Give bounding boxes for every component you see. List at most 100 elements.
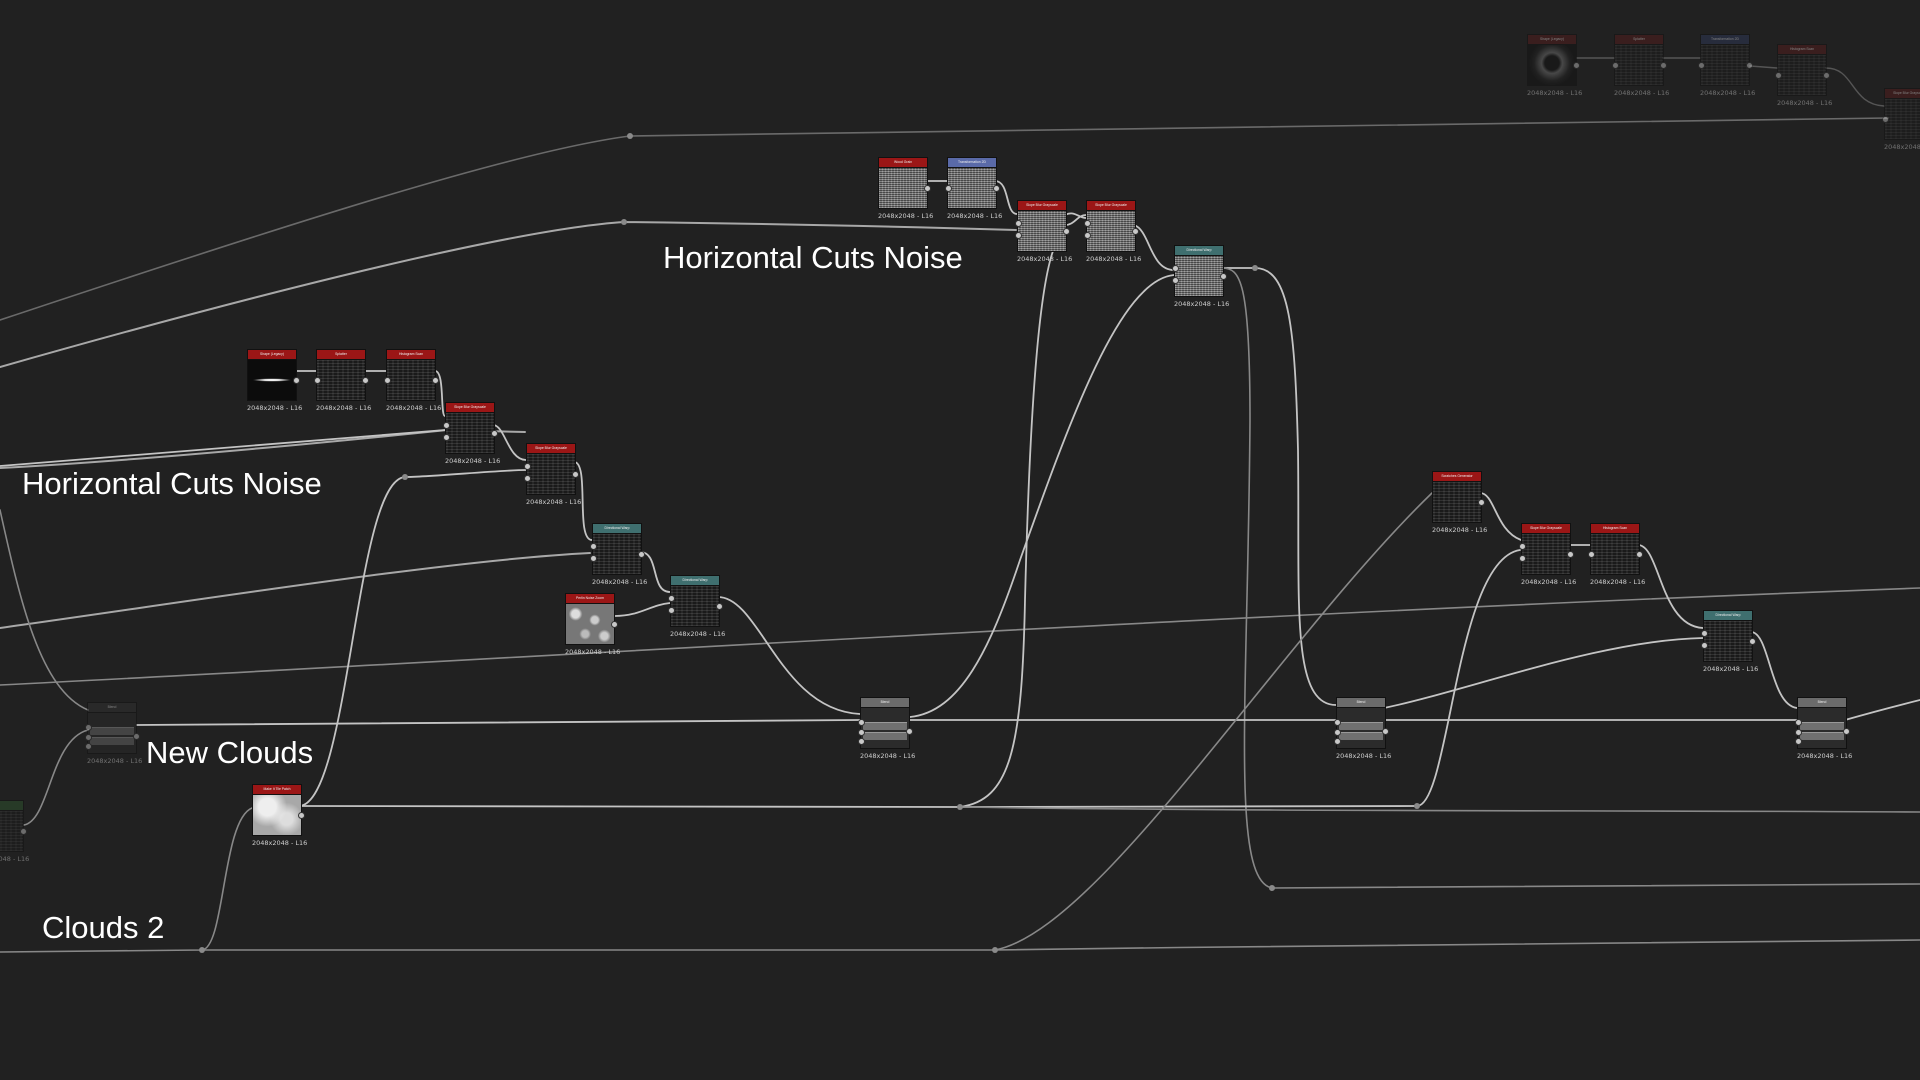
output-port[interactable]	[293, 377, 300, 384]
input-port[interactable]	[1334, 719, 1341, 726]
comment-horizontal-cuts-noise-top[interactable]: Horizontal Cuts Noise	[663, 240, 963, 275]
output-port[interactable]	[906, 728, 913, 735]
output-port[interactable]	[362, 377, 369, 384]
input-port[interactable]	[1795, 738, 1802, 745]
comment-new-clouds[interactable]: New Clouds	[146, 735, 314, 770]
graph-node-n-edgeL[interactable]: 2048x2048 - L16	[0, 800, 29, 863]
comment-clouds-2[interactable]: Clouds 2	[42, 910, 165, 945]
output-port[interactable]	[1660, 62, 1667, 69]
input-port[interactable]	[1519, 555, 1526, 562]
node-title: Slope Blur Grayscale	[1884, 88, 1920, 98]
output-port[interactable]	[1132, 228, 1139, 235]
node-title: Scratches Generator	[1432, 471, 1482, 481]
output-port[interactable]	[298, 812, 305, 819]
output-port[interactable]	[1220, 273, 1227, 280]
input-port[interactable]	[1084, 220, 1091, 227]
output-port[interactable]	[1843, 728, 1850, 735]
input-port[interactable]	[1172, 277, 1179, 284]
output-port[interactable]	[993, 185, 1000, 192]
input-port[interactable]	[668, 607, 675, 614]
output-port[interactable]	[1823, 72, 1830, 79]
input-port[interactable]	[1588, 551, 1595, 558]
input-port[interactable]	[85, 724, 92, 731]
input-port[interactable]	[1701, 642, 1708, 649]
input-port[interactable]	[384, 377, 391, 384]
output-port[interactable]	[716, 603, 723, 610]
input-port[interactable]	[1612, 62, 1619, 69]
output-port[interactable]	[1382, 728, 1389, 735]
output-port[interactable]	[1573, 62, 1580, 69]
input-port[interactable]	[1334, 729, 1341, 736]
output-port[interactable]	[638, 551, 645, 558]
input-port[interactable]	[443, 434, 450, 441]
input-port[interactable]	[1015, 220, 1022, 227]
input-port[interactable]	[668, 595, 675, 602]
input-port[interactable]	[858, 719, 865, 726]
input-port[interactable]	[1334, 738, 1341, 745]
input-port[interactable]	[314, 377, 321, 384]
output-port[interactable]	[1746, 62, 1753, 69]
input-port[interactable]	[85, 734, 92, 741]
input-port[interactable]	[590, 543, 597, 550]
input-port[interactable]	[590, 555, 597, 562]
input-port[interactable]	[945, 185, 952, 192]
output-port[interactable]	[572, 471, 579, 478]
input-port[interactable]	[443, 422, 450, 429]
graph-node-n-topL1[interactable]: Shape (Legacy)2048x2048 - L16	[1527, 34, 1582, 97]
input-port[interactable]	[1519, 543, 1526, 550]
input-port[interactable]	[1795, 729, 1802, 736]
output-port[interactable]	[491, 430, 498, 437]
output-port[interactable]	[432, 377, 439, 384]
output-port[interactable]	[1478, 499, 1485, 506]
graph-node-n-shape[interactable]: Shape (Legacy)2048x2048 - L16	[247, 349, 302, 412]
output-port[interactable]	[1567, 551, 1574, 558]
output-port[interactable]	[924, 185, 931, 192]
input-port[interactable]	[1701, 630, 1708, 637]
input-port[interactable]	[1084, 232, 1091, 239]
input-port[interactable]	[524, 475, 531, 482]
input-port[interactable]	[1882, 116, 1889, 123]
output-port[interactable]	[611, 621, 618, 628]
input-port[interactable]	[858, 738, 865, 745]
input-port[interactable]	[858, 729, 865, 736]
input-port[interactable]	[1775, 72, 1782, 79]
output-port[interactable]	[20, 828, 27, 835]
output-port[interactable]	[1749, 638, 1756, 645]
input-port[interactable]	[1015, 232, 1022, 239]
output-port[interactable]	[133, 733, 140, 740]
input-port[interactable]	[1698, 62, 1705, 69]
output-port[interactable]	[1063, 228, 1070, 235]
input-port[interactable]	[1795, 719, 1802, 726]
input-port[interactable]	[85, 743, 92, 750]
output-port[interactable]	[1636, 551, 1643, 558]
comment-horizontal-cuts-noise-left[interactable]: Horizontal Cuts Noise	[22, 466, 322, 501]
input-port[interactable]	[1172, 265, 1179, 272]
input-port[interactable]	[524, 463, 531, 470]
